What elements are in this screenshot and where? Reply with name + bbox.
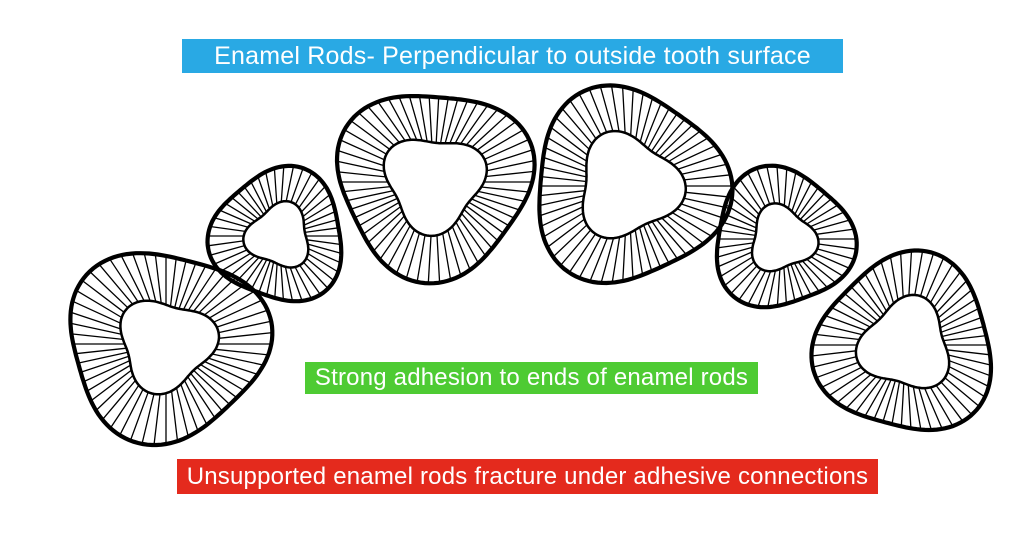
banner-strong-adhesion: Strong adhesion to ends of enamel rods xyxy=(305,362,758,394)
banner-enamel-rods: Enamel Rods- Perpendicular to outside to… xyxy=(182,39,843,73)
banner-unsupported-rods: Unsupported enamel rods fracture under a… xyxy=(177,459,878,494)
tooth-cross-section xyxy=(68,251,275,448)
tooth-cross-section xyxy=(714,163,859,310)
tooth-cross-section xyxy=(205,163,344,304)
tooth-cross-section xyxy=(809,248,994,433)
tooth-cross-section xyxy=(537,83,735,286)
tooth-cross-section xyxy=(334,94,537,286)
